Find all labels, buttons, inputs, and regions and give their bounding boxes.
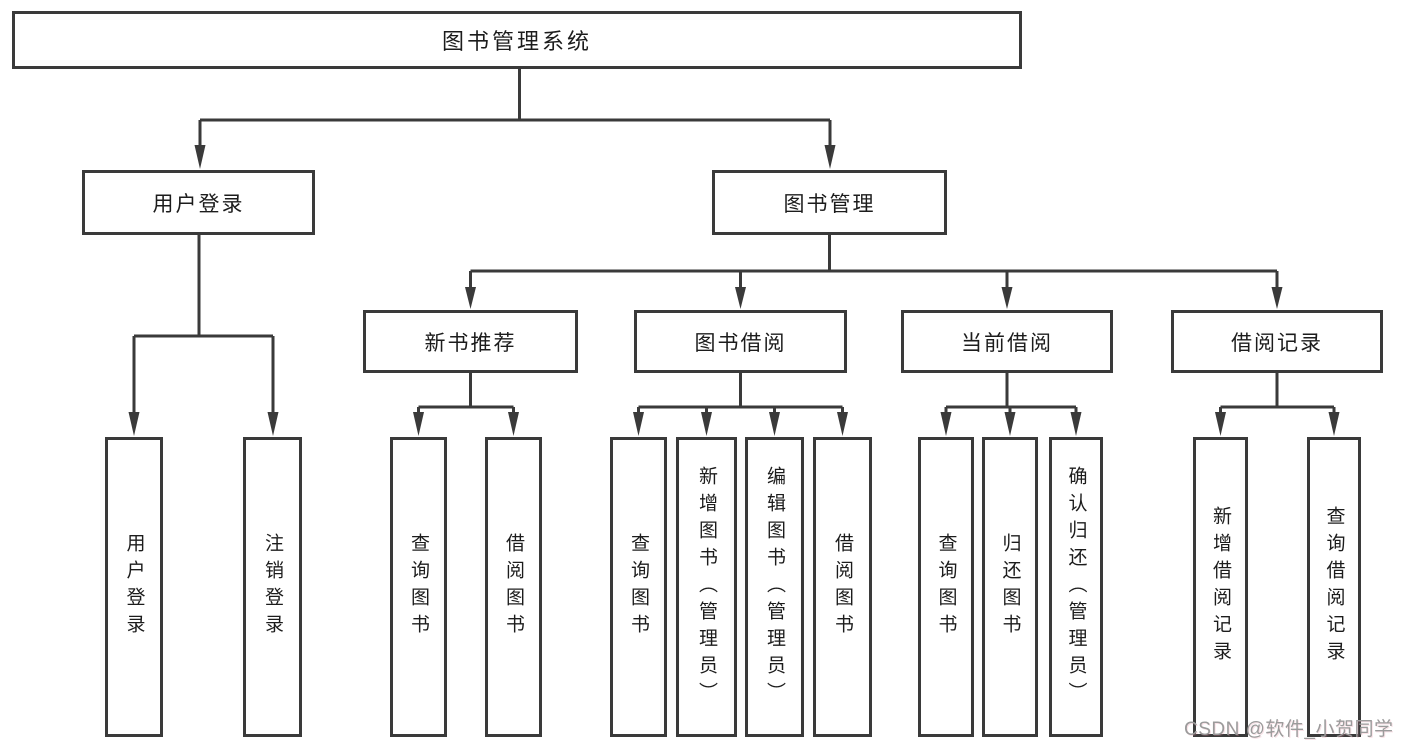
arrowhead-icon	[1328, 412, 1340, 436]
leaf-current-query-books: 查询图书	[918, 437, 974, 737]
leaf-borrow-add-books-admin: 新增图书（管理员）	[676, 437, 737, 737]
node-root-system: 图书管理系统	[12, 11, 1022, 69]
arrowhead-icon	[837, 412, 848, 436]
leaf-borrow-query-books: 查询图书	[610, 437, 667, 737]
leaf-current-confirm-return-admin: 确认归还（管理员）	[1049, 437, 1103, 737]
arrowhead-icon	[769, 412, 780, 436]
arrowhead-icon	[1271, 287, 1283, 309]
arrowhead-icon	[735, 287, 746, 309]
arrowhead-icon	[267, 412, 279, 436]
arrowhead-icon	[413, 412, 424, 436]
arrowhead-icon	[633, 412, 644, 436]
arrowhead-icon	[194, 145, 206, 169]
node-user-login: 用户登录	[82, 170, 315, 235]
node-current-borrow: 当前借阅	[901, 310, 1113, 373]
csdn-watermark: CSDN @软件_小贺同学	[1184, 719, 1394, 740]
leaf-current-return-books: 归还图书	[982, 437, 1038, 737]
arrowhead-icon	[701, 412, 712, 436]
leaf-user-login: 用户登录	[105, 437, 163, 737]
arrowhead-icon	[824, 145, 836, 169]
arrowhead-icon	[940, 412, 952, 436]
arrowhead-icon	[1070, 412, 1082, 436]
node-book-management: 图书管理	[712, 170, 947, 235]
node-book-borrow: 图书借阅	[634, 310, 847, 373]
leaf-logout: 注销登录	[243, 437, 302, 737]
leaf-records-add-record: 新增借阅记录	[1193, 437, 1248, 737]
leaf-records-query-record: 查询借阅记录	[1307, 437, 1361, 737]
node-borrow-records: 借阅记录	[1171, 310, 1383, 373]
leaf-newbook-borrow-books: 借阅图书	[485, 437, 542, 737]
node-new-book-recommend: 新书推荐	[363, 310, 578, 373]
arrowhead-icon	[508, 412, 519, 436]
leaf-borrow-edit-books-admin: 编辑图书（管理员）	[745, 437, 804, 737]
arrowhead-icon	[1215, 412, 1226, 436]
arrowhead-icon	[1001, 287, 1013, 309]
leaf-newbook-query-books: 查询图书	[390, 437, 447, 737]
arrowhead-icon	[1004, 412, 1016, 436]
arrowhead-icon	[465, 287, 476, 309]
leaf-borrow-borrow-books: 借阅图书	[813, 437, 872, 737]
arrowhead-icon	[128, 412, 140, 436]
